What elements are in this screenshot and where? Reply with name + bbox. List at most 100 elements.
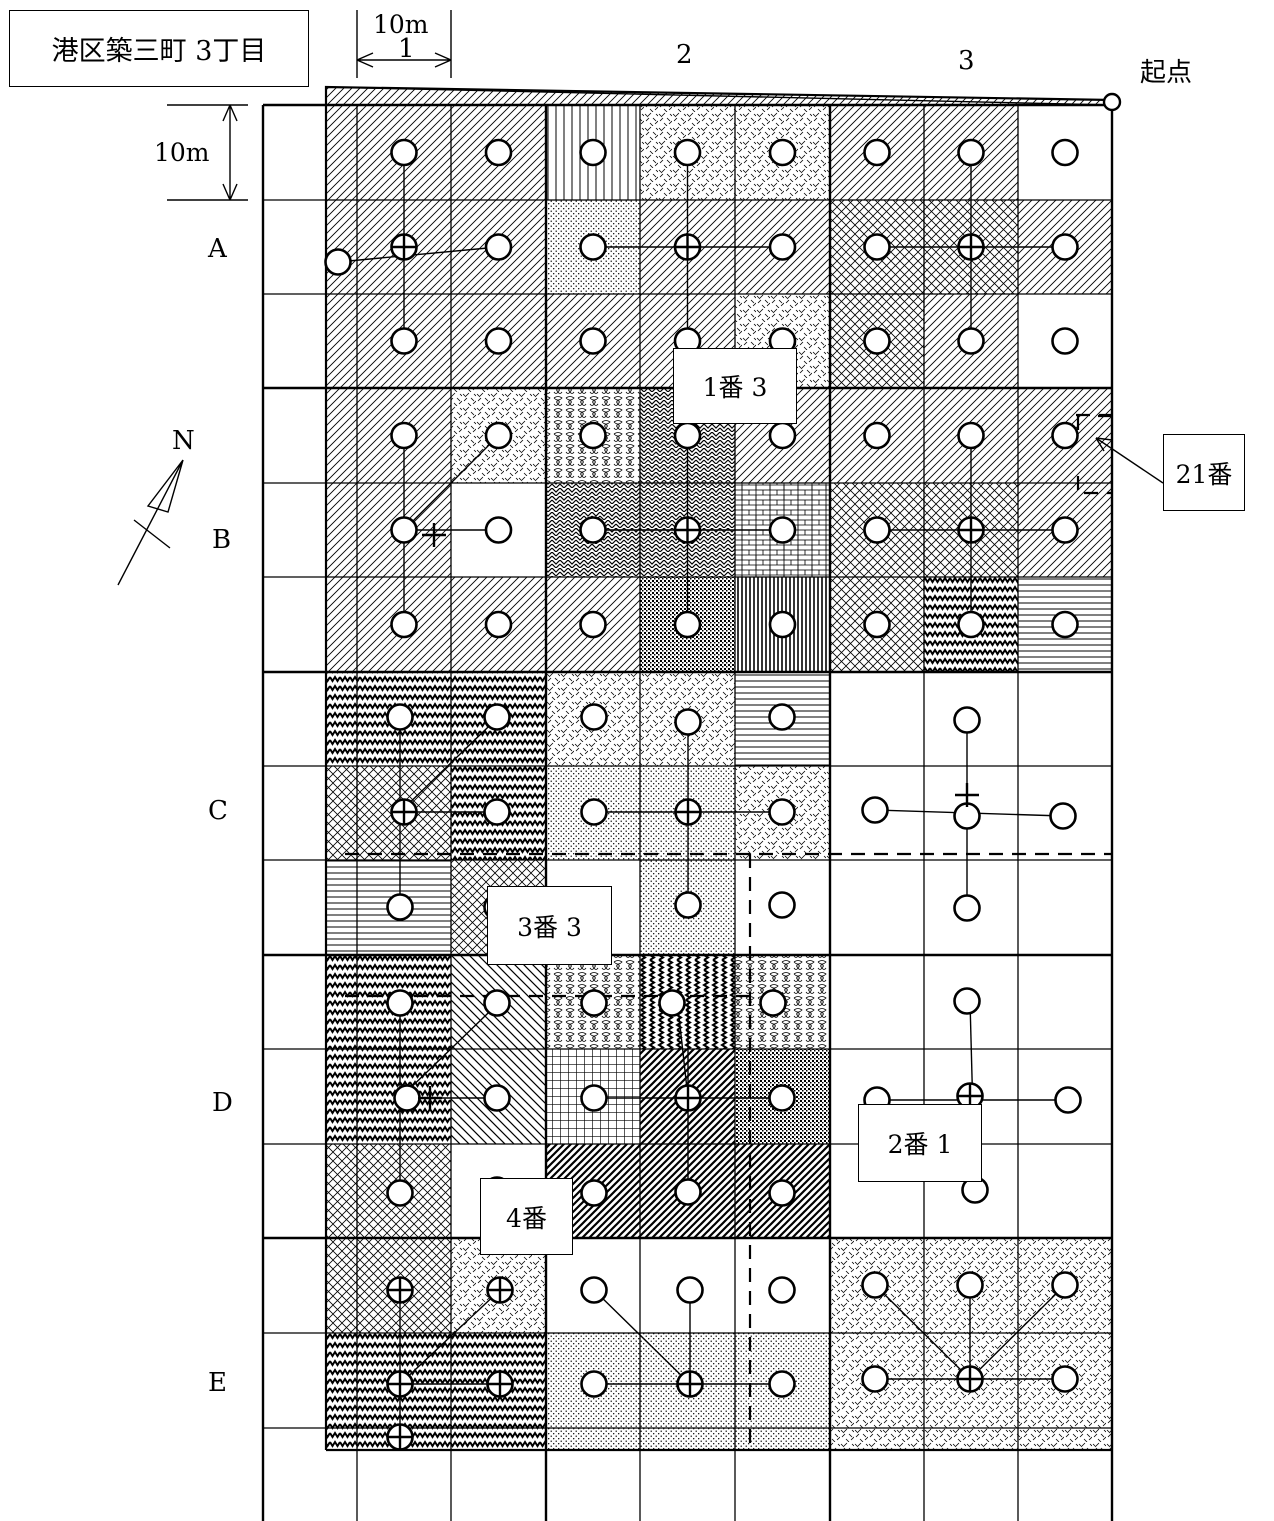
traverse-cross-mark bbox=[388, 1425, 412, 1449]
row-label-d: D bbox=[212, 1088, 233, 1118]
sample-point bbox=[580, 989, 608, 1017]
traverse-cross-mark bbox=[675, 518, 700, 542]
hatched-cell bbox=[326, 294, 451, 388]
sample-point bbox=[768, 233, 797, 261]
sample-point bbox=[483, 989, 511, 1017]
lot-label-21: 21番 bbox=[1163, 434, 1245, 511]
origin-label: 起点 bbox=[1140, 58, 1193, 88]
row-label-e: E bbox=[208, 1368, 227, 1398]
sample-point bbox=[768, 516, 797, 544]
sample-point bbox=[957, 421, 985, 450]
sample-point bbox=[386, 703, 414, 731]
sample-point bbox=[863, 516, 891, 544]
traverse-cross-mark bbox=[488, 1372, 512, 1396]
sample-point bbox=[768, 703, 796, 731]
traverse-line bbox=[676, 1002, 689, 1099]
sample-point bbox=[580, 1084, 608, 1112]
sample-point bbox=[390, 516, 418, 544]
traverse-line bbox=[969, 1284, 1066, 1380]
hatched-cell bbox=[326, 388, 451, 483]
column-label-1: 1 bbox=[398, 34, 415, 64]
sample-point bbox=[484, 516, 513, 544]
origin-point-icon bbox=[1102, 92, 1122, 112]
sample-point bbox=[1054, 1086, 1082, 1114]
sample-point bbox=[861, 1271, 889, 1299]
sample-point bbox=[956, 1271, 984, 1299]
sample-point bbox=[1051, 1271, 1079, 1299]
traverse-cross-mark bbox=[392, 800, 416, 824]
column-label-2: 2 bbox=[676, 40, 693, 70]
sample-point bbox=[863, 327, 891, 355]
lot-21-leader-line bbox=[1095, 437, 1164, 484]
traverse-line bbox=[337, 246, 499, 263]
traverse-line bbox=[399, 1289, 501, 1385]
sample-point bbox=[768, 138, 797, 167]
row-label-c: C bbox=[208, 796, 228, 826]
row-label-b: B bbox=[212, 525, 232, 555]
sample-point bbox=[393, 1084, 421, 1112]
sample-point bbox=[579, 421, 607, 450]
sample-point bbox=[386, 893, 414, 921]
sample-point bbox=[579, 516, 607, 544]
traverse-cross-mark bbox=[388, 1278, 412, 1302]
sample-point bbox=[390, 327, 418, 355]
sample-point bbox=[1051, 233, 1079, 261]
sample-point bbox=[768, 798, 796, 826]
traverse-cross-mark bbox=[678, 1372, 702, 1396]
hatched-cell bbox=[830, 1428, 924, 1450]
sample-point bbox=[674, 1178, 702, 1206]
sample-point bbox=[580, 1179, 608, 1207]
sample-point bbox=[390, 138, 418, 167]
sample-point bbox=[1051, 610, 1079, 639]
sample-point bbox=[957, 610, 985, 639]
map-title: 港区築三町 3丁目 bbox=[9, 10, 309, 87]
sample-point bbox=[957, 327, 985, 355]
sample-point bbox=[953, 894, 981, 922]
traverse-cross-mark bbox=[676, 1086, 700, 1110]
sample-point bbox=[579, 327, 607, 355]
traverse-cross-mark bbox=[422, 523, 446, 547]
sample-point bbox=[484, 138, 513, 167]
sample-point bbox=[484, 233, 513, 261]
lot-label-3-3: 3番 3 bbox=[487, 886, 612, 965]
column-label-3: 3 bbox=[958, 46, 975, 76]
traverse-line bbox=[399, 1002, 499, 1099]
hatched-cell bbox=[326, 766, 451, 860]
sample-point bbox=[759, 989, 787, 1017]
site-boundary-top bbox=[325, 86, 1113, 106]
sample-point bbox=[1049, 802, 1077, 830]
sample-point bbox=[580, 1276, 608, 1304]
sample-point bbox=[483, 798, 511, 826]
sample-point bbox=[674, 708, 702, 736]
hatched-cell bbox=[326, 200, 451, 294]
sample-point bbox=[861, 796, 889, 824]
sample-point bbox=[676, 1276, 704, 1304]
sample-point bbox=[1051, 138, 1079, 167]
sample-point bbox=[579, 610, 607, 639]
traverse-line bbox=[403, 435, 499, 531]
sample-point bbox=[579, 138, 607, 167]
north-label: N bbox=[172, 426, 195, 456]
hatched-cell bbox=[640, 1428, 735, 1450]
row-label-a: A bbox=[208, 234, 227, 264]
sample-point bbox=[768, 891, 796, 919]
sample-point bbox=[579, 233, 607, 261]
traverse-line bbox=[593, 1289, 691, 1385]
traverse-cross-mark bbox=[418, 1086, 442, 1110]
traverse-cross-mark bbox=[388, 1372, 412, 1396]
sample-point bbox=[768, 1084, 796, 1112]
sample-point bbox=[484, 421, 513, 450]
sample-point bbox=[673, 138, 702, 167]
horizontal-scale-label: 10m bbox=[373, 10, 429, 39]
sample-point bbox=[580, 1370, 608, 1398]
traverse-cross-mark bbox=[955, 783, 979, 807]
lot-label-1-3: 1番 3 bbox=[673, 348, 797, 424]
sample-point bbox=[580, 798, 608, 826]
traverse-cross-mark bbox=[958, 1367, 982, 1391]
sample-point bbox=[483, 703, 511, 731]
traverse-line bbox=[399, 716, 499, 813]
sample-point bbox=[658, 989, 686, 1017]
hatched-cell bbox=[451, 1428, 546, 1450]
sample-point bbox=[768, 1370, 796, 1398]
north-arrow-icon bbox=[117, 459, 184, 586]
